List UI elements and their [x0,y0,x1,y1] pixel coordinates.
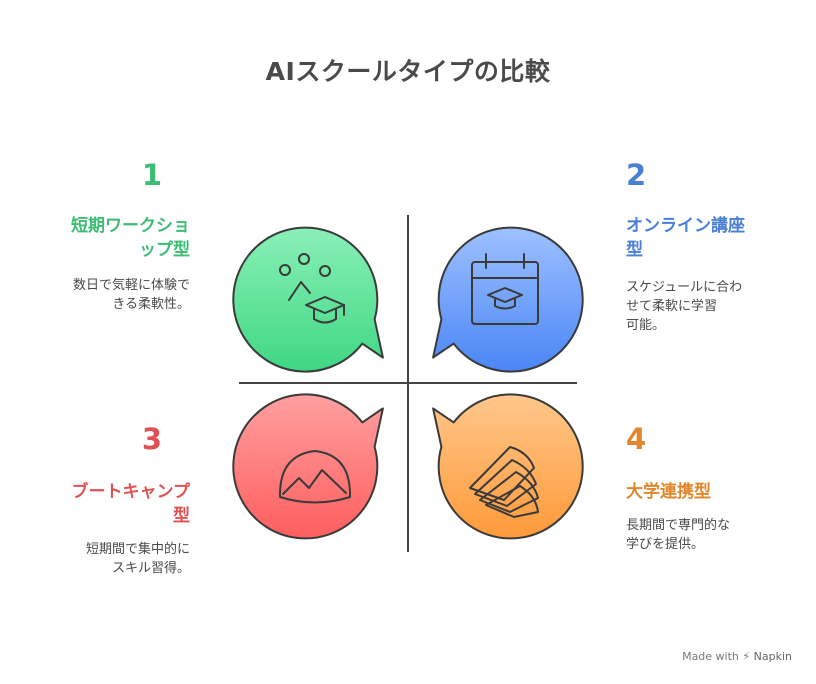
quadrant-1-description-line: 数日で気軽に体験で [72,278,190,293]
quadrant-2-description-line: スケジュールに合わ [626,280,743,295]
workshop-graduation-icon [279,253,345,324]
quadrant-4-bubble [432,393,584,540]
quadrant-1-heading-line: ップ型 [139,240,190,260]
quadrant-4-heading-line: 大学連携型 [626,482,711,502]
book-pages-icon [469,446,539,518]
quadrant-2-heading-line: 型 [626,240,643,260]
quadrant-4-number: 4 [626,422,647,456]
napkin-logo-icon: ⚡ [742,650,751,663]
made-with-label: Made with [682,650,739,663]
page-title: AIスクールタイプの比較 [265,57,551,86]
quadrant-1-heading: 短期ワークショ ップ型 [30,214,190,262]
quadrant-3-bubble [232,393,384,540]
quadrant-2-description: スケジュールに合わ せて柔軟に学習 可能。 [626,278,786,335]
quadrant-2-number: 2 [626,158,647,192]
quadrant-3-number: 3 [141,422,162,456]
quadrant-2-description-line: せて柔軟に学習 [626,299,718,314]
footer-attribution: Made with ⚡ Napkin [682,650,792,663]
quadrant-3-heading-line: 型 [173,506,190,526]
mountain-icon [278,450,352,504]
quadrant-1-bubble [232,226,384,373]
quadrant-2-heading: オンライン講座 型 [626,214,786,262]
quadrant-3-heading: ブートキャンプ 型 [30,480,191,528]
quadrant-1-description: 数日で気軽に体験で きる柔軟性。 [30,276,190,314]
quadrant-4-heading: 大学連携型 [626,480,786,504]
quadrant-4-description-line: 長期間で専門的な [626,518,731,533]
quadrant-2-bubble [432,226,584,373]
napkin-brand: Napkin [753,650,792,663]
quadrant-1-description-line: きる柔軟性。 [112,297,190,312]
calendar-graduation-icon [471,253,539,325]
quadrant-4-description-line: 学びを提供。 [626,537,705,552]
quadrant-3-description-line: 短期間で集中的に [85,542,190,557]
quadrant-3-description-line: スキル習得。 [111,561,190,576]
quadrant-4-description: 長期間で専門的な 学びを提供。 [626,516,786,554]
quadrant-1-heading-line: 短期ワークショ [71,216,190,236]
quadrant-1-number: 1 [141,158,162,192]
quadrant-3-description: 短期間で集中的に スキル習得。 [30,540,190,578]
quadrant-3-heading-line: ブートキャンプ [71,482,191,502]
quadrant-2-heading-line: オンライン講座 [626,216,745,236]
quadrant-2-description-line: 可能。 [626,318,666,333]
